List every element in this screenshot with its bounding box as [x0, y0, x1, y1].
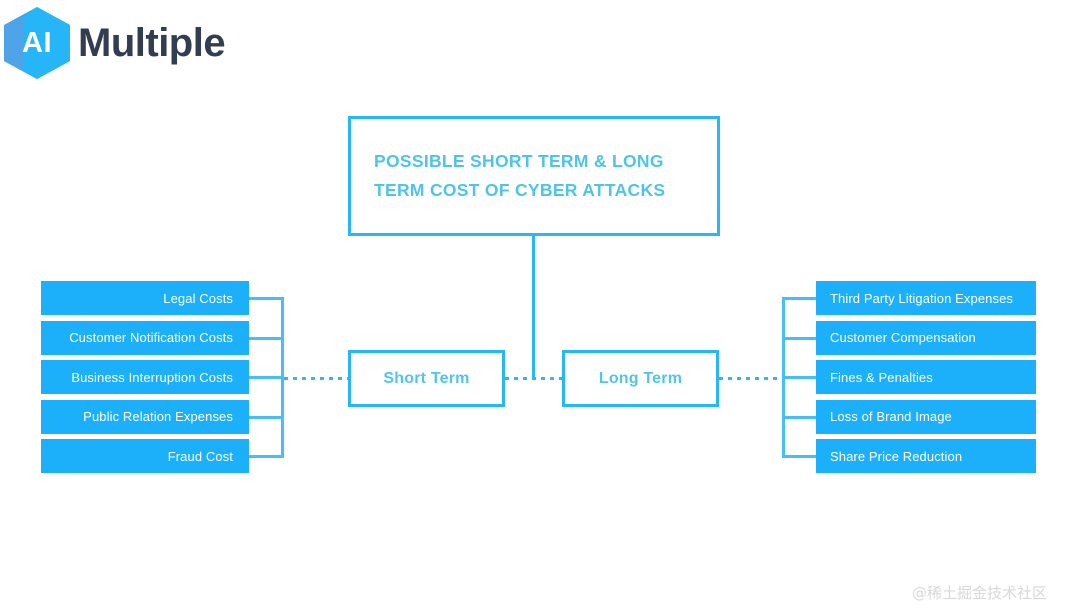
branch-label-short-term: Short Term — [383, 369, 470, 387]
cost-bar-left: Business Interruption Costs — [41, 360, 249, 394]
watermark-text: @稀土掘金技术社区 — [912, 584, 1048, 602]
diagram-title-box: POSSIBLE SHORT TERM & LONG TERM COST OF … — [348, 116, 720, 236]
branch-box-short-term: Short Term — [348, 350, 505, 407]
bracket-stub-left — [249, 415, 284, 419]
cost-bar-left: Legal Costs — [41, 281, 249, 315]
logo-ai-text: AI — [22, 26, 52, 59]
dotted-connector-left — [284, 377, 348, 380]
dotted-connector-right — [719, 377, 782, 380]
bracket-stub-right — [782, 376, 819, 379]
bracket-stub-left — [249, 376, 284, 379]
logo-hexagon-icon: AI — [2, 6, 72, 80]
brand-logo: AI Multiple — [0, 4, 230, 82]
diagram-title-text: POSSIBLE SHORT TERM & LONG TERM COST OF … — [374, 151, 666, 200]
bracket-stub-right — [782, 297, 819, 300]
bracket-stub-right — [782, 455, 819, 458]
bracket-stub-left — [249, 297, 284, 300]
bracket-stub-right — [782, 415, 819, 419]
cost-bar-right: Customer Compensation — [816, 320, 1036, 355]
hexagon-shape-icon — [4, 7, 70, 79]
cost-bar-right: Share Price Reduction — [816, 439, 1036, 473]
cost-bar-right: Fines & Penalties — [816, 360, 1036, 394]
cost-bar-right: Loss of Brand Image — [816, 399, 1036, 434]
dotted-connector-middle — [505, 377, 562, 380]
bracket-stub-left — [249, 455, 284, 458]
bracket-stub-left — [249, 336, 284, 340]
cost-bar-left: Fraud Cost — [41, 439, 249, 473]
branch-box-long-term: Long Term — [562, 350, 719, 407]
branch-label-long-term: Long Term — [598, 369, 683, 387]
logo-wordmark: Multiple — [78, 21, 226, 65]
bracket-stub-right — [782, 336, 819, 340]
cost-bar-right: Third Party Litigation Expenses — [816, 281, 1036, 315]
title-connector-line — [532, 236, 535, 378]
cost-bar-left: Public Relation Expenses — [41, 399, 249, 434]
cost-bar-left: Customer Notification Costs — [41, 320, 249, 355]
